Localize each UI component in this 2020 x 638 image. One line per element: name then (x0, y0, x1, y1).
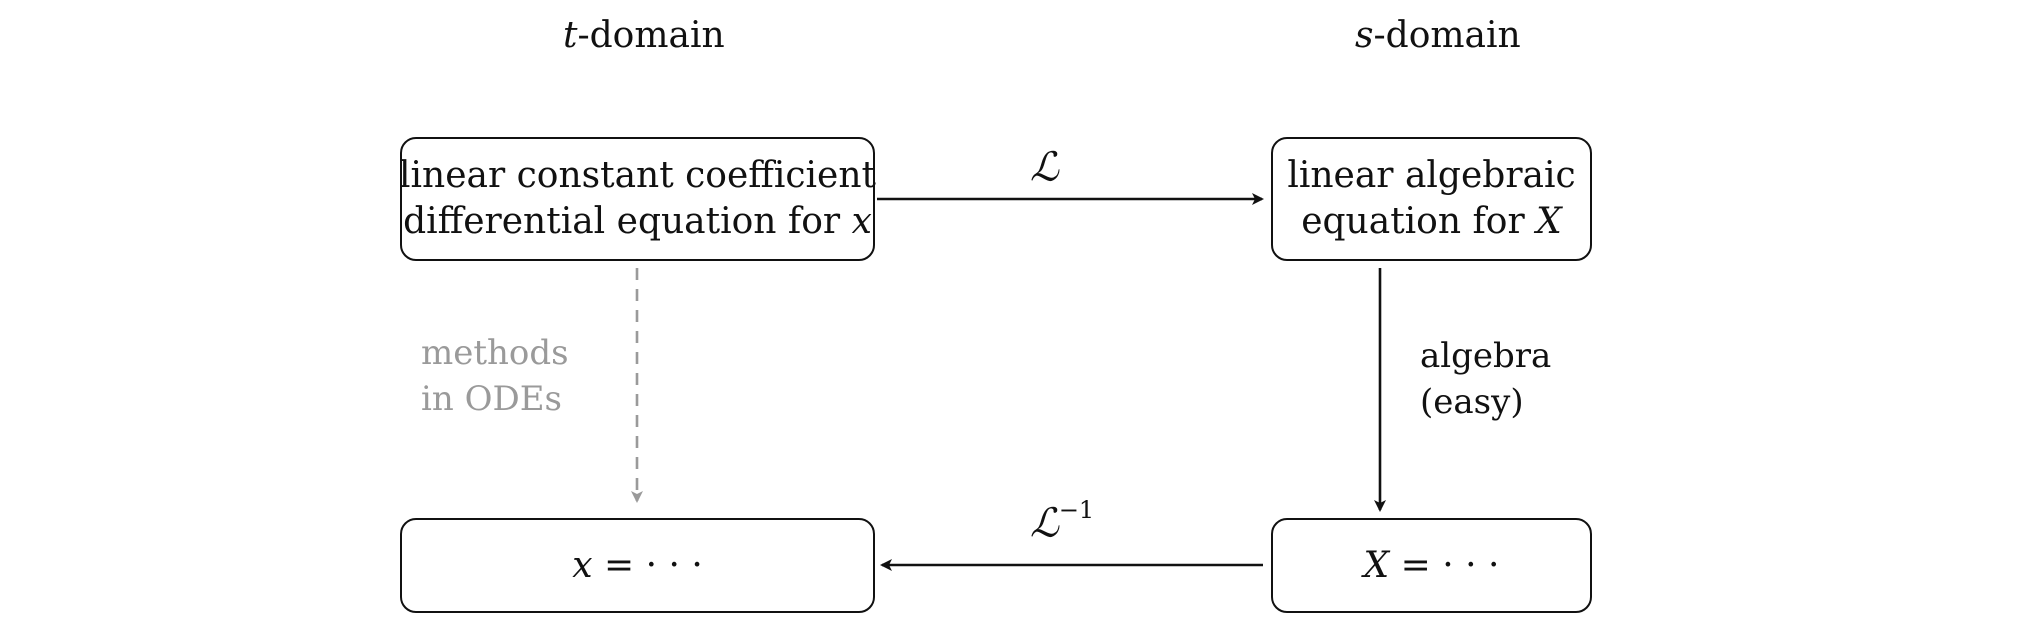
algebraic-variable: X (1536, 201, 1562, 242)
inverse-laplace-superscript: −1 (1058, 496, 1095, 524)
laplace-label: ℒ (1030, 146, 1059, 187)
s-domain-text: -domain (1373, 15, 1521, 56)
ode-line-2: differential equation for x (403, 199, 872, 245)
X-solution-box: X = · · · (1271, 518, 1592, 613)
x-solution-expression: x = · · · (572, 543, 703, 589)
methods-label-line-2: in ODEs (421, 379, 562, 419)
t-domain-text: -domain (577, 15, 725, 56)
x-solution-rest: = · · · (592, 544, 703, 586)
x-solution-box: x = · · · (400, 518, 875, 613)
algebraic-line-2: equation for X (1301, 199, 1562, 245)
ode-line-2-text: differential equation for (403, 201, 852, 242)
laplace-symbol: ℒ (1030, 144, 1059, 191)
methods-label: methods in ODEs (421, 330, 569, 422)
algebra-label: algebra (easy) (1420, 333, 1551, 425)
t-domain-heading: t-domain (563, 18, 725, 54)
ode-variable: x (851, 201, 872, 242)
ode-line-1: linear constant coefficient (398, 155, 877, 196)
t-domain-variable: t (563, 15, 578, 56)
x-solution-variable: x (572, 544, 593, 586)
inverse-laplace-symbol: ℒ (1030, 500, 1059, 547)
algebra-label-line-1: algebra (1420, 336, 1552, 376)
algebraic-line-1: linear algebraic (1287, 155, 1576, 196)
X-solution-rest: = · · · (1389, 544, 1500, 586)
algebra-label-line-2: (easy) (1420, 382, 1524, 422)
X-solution-variable: X (1363, 544, 1390, 586)
ode-box: linear constant coefficient differential… (398, 137, 877, 261)
X-solution-expression: X = · · · (1364, 543, 1500, 589)
s-domain-heading: s-domain (1355, 18, 1521, 54)
methods-label-line-1: methods (421, 333, 569, 373)
algebraic-box: linear algebraic equation for X (1271, 137, 1592, 261)
inverse-laplace-label: ℒ−1 (1030, 498, 1094, 547)
algebraic-line-2-text: equation for (1301, 201, 1537, 242)
s-domain-variable: s (1355, 15, 1374, 56)
